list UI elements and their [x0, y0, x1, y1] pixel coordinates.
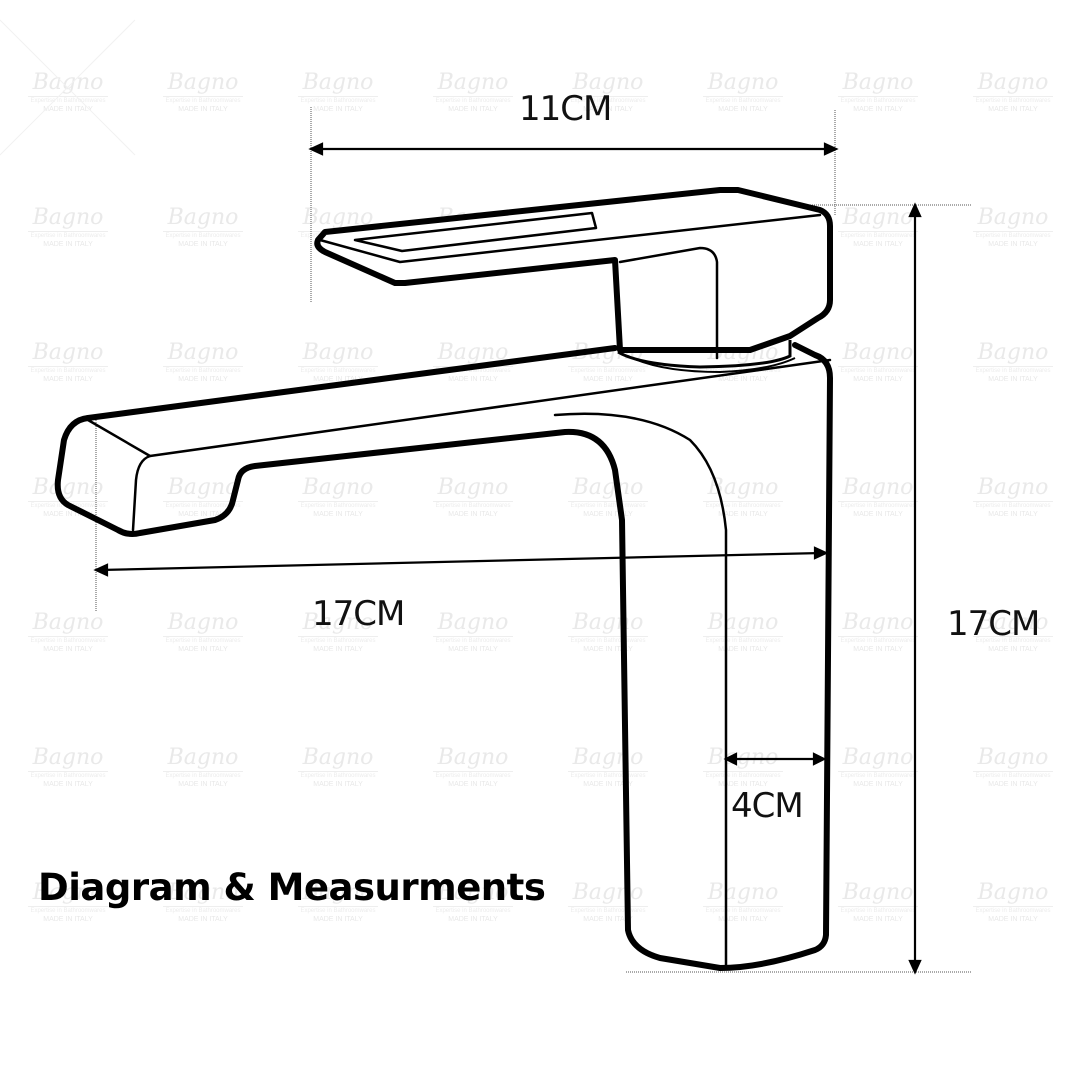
faucet-handle: [314, 187, 833, 360]
faucet-collar: [617, 340, 796, 374]
dimension-label-height: 17CM: [947, 604, 1040, 644]
dimension-label-handle-width: 11CM: [519, 89, 612, 129]
faucet-body: [54, 342, 833, 971]
dimension-arrows: [93, 142, 922, 975]
dimension-label-spout-length: 17CM: [312, 594, 405, 634]
page-title: Diagram & Measurments: [38, 866, 546, 909]
dimension-label-body-width: 4CM: [731, 786, 804, 826]
watermark-cross-lines: [0, 19, 136, 156]
